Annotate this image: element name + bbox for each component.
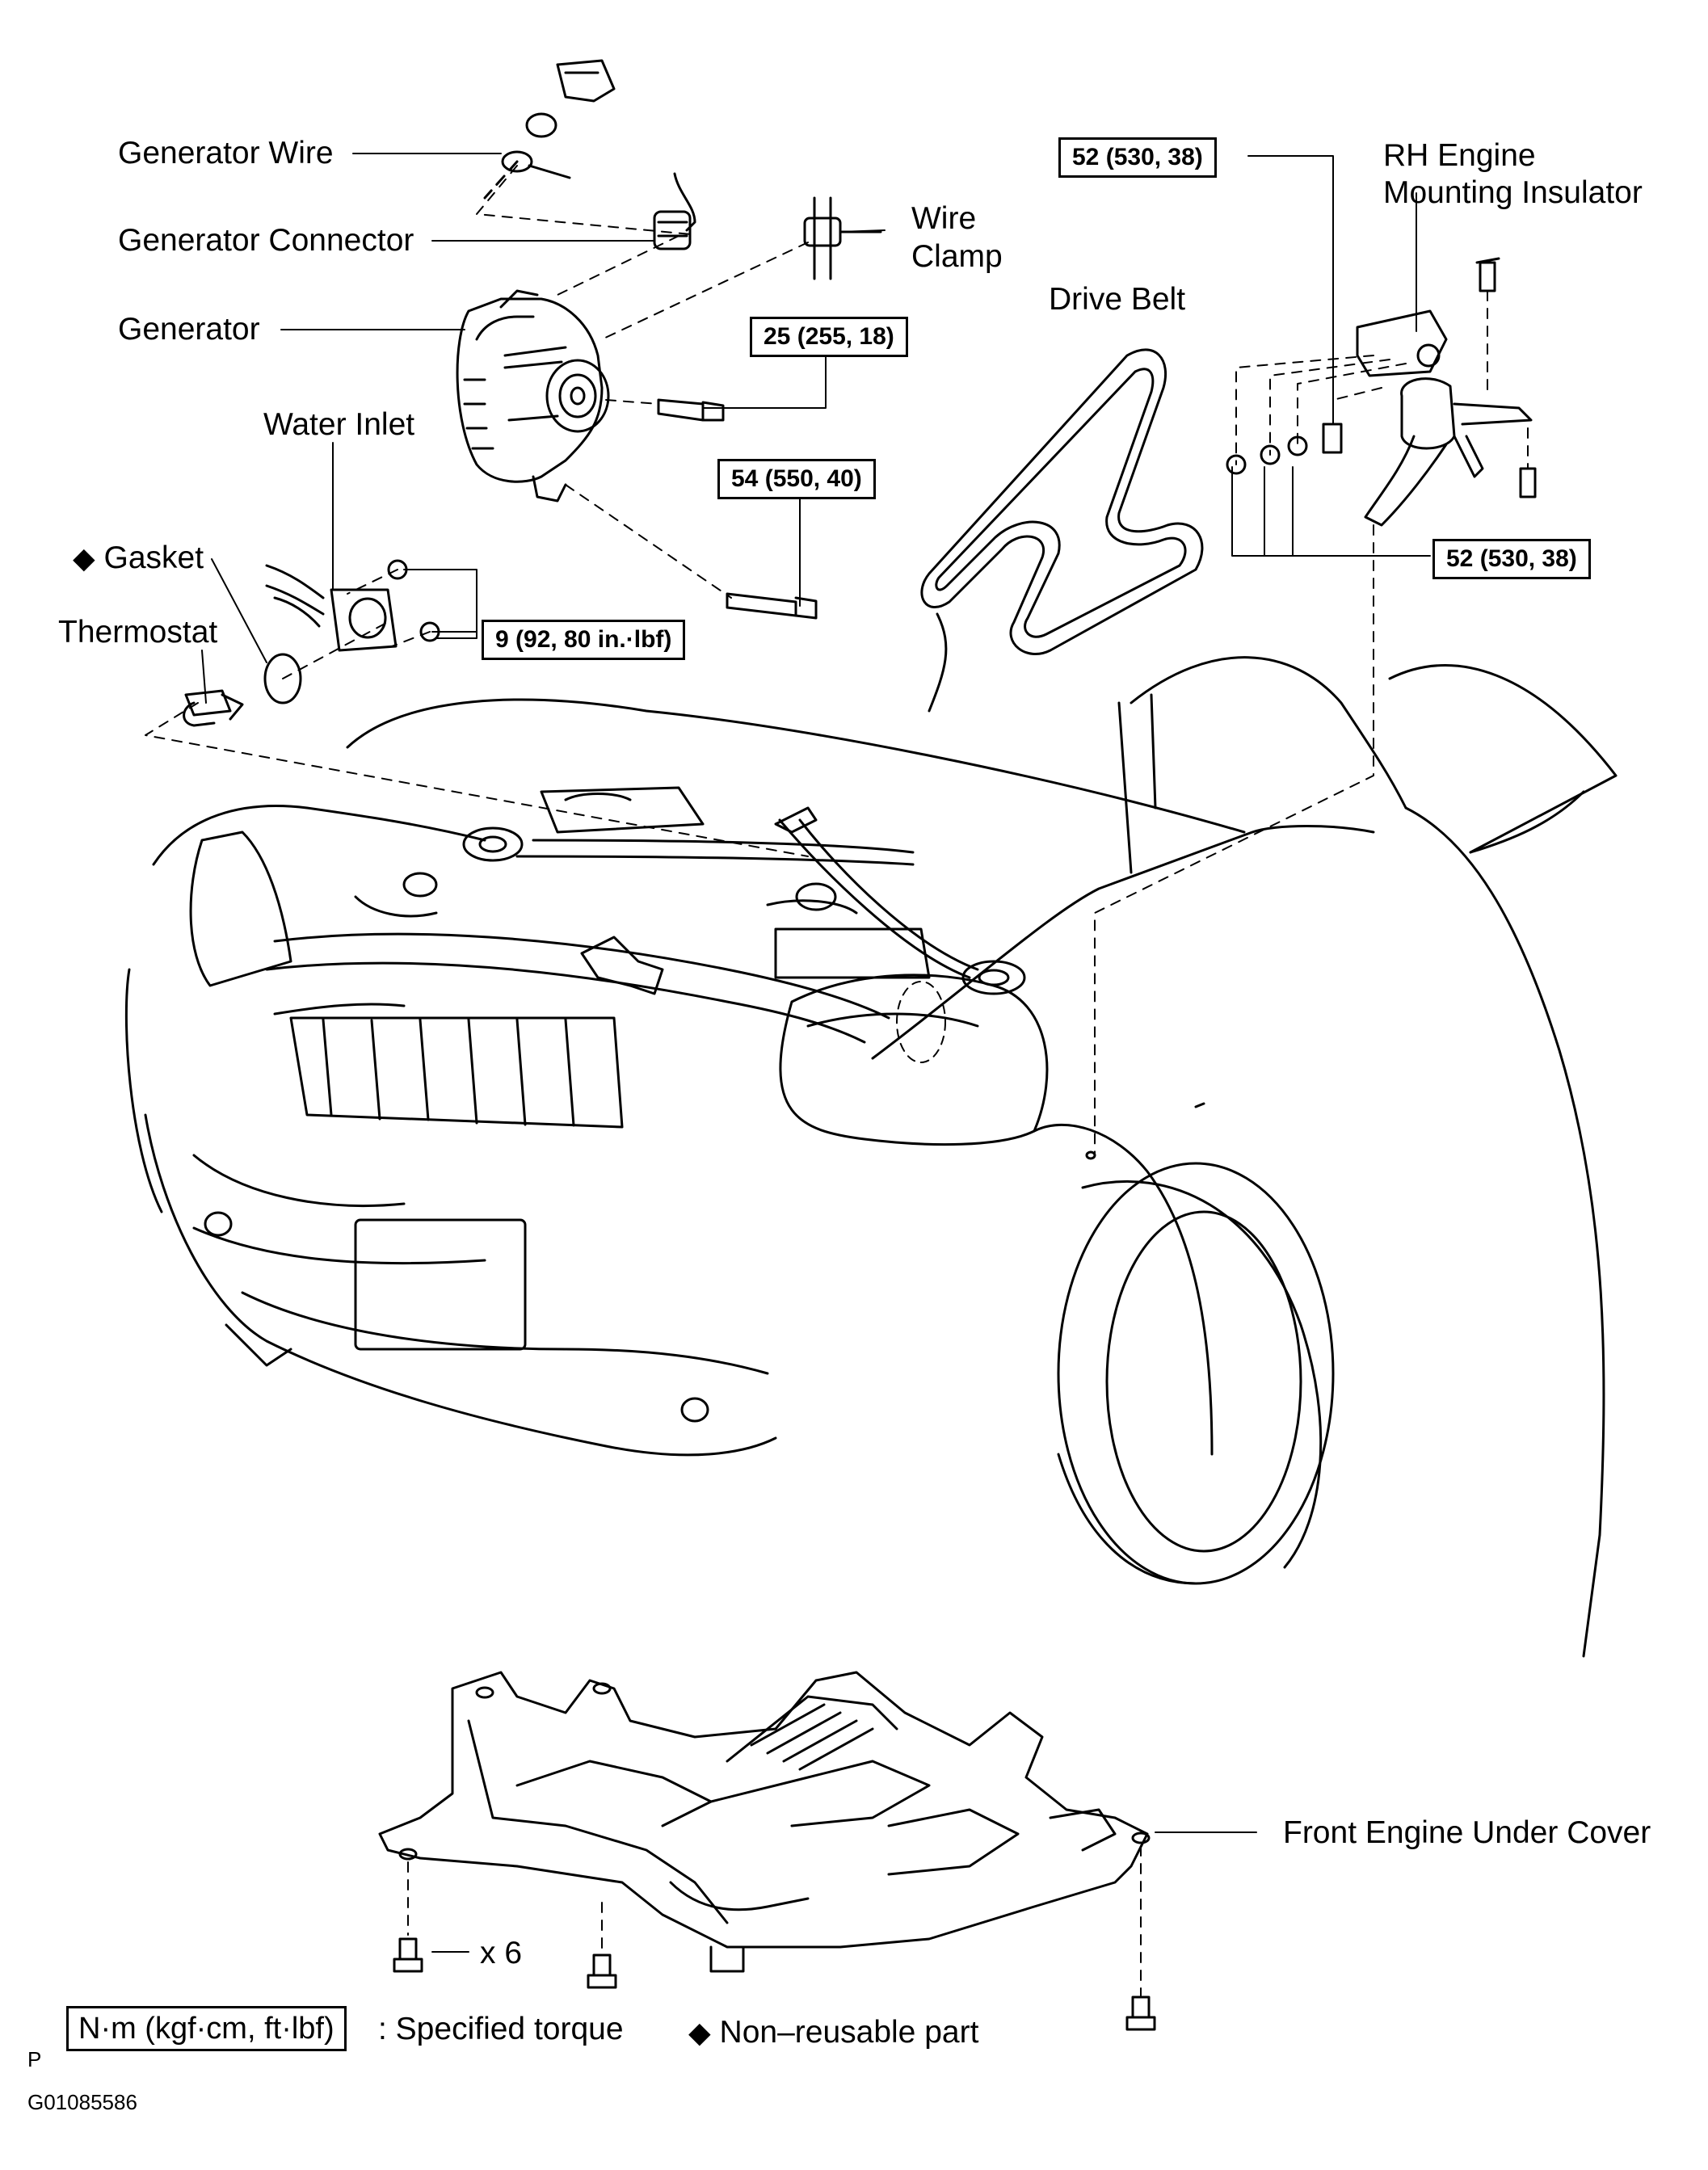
generator-wire-parts — [483, 59, 616, 200]
generator-connector-parts — [653, 172, 696, 250]
label-wire-clamp-line2: Clamp — [911, 239, 1003, 274]
label-thermostat: Thermostat — [58, 615, 218, 650]
label-generator: Generator — [118, 312, 260, 347]
label-generator-connector: Generator Connector — [118, 223, 414, 258]
leader-lines — [201, 153, 1431, 1953]
label-front-under-cover: Front Engine Under Cover — [1283, 1815, 1651, 1850]
generator-bolts — [657, 398, 818, 620]
under-cover-bolts — [393, 1845, 1156, 2031]
label-water-inlet: Water Inlet — [263, 407, 415, 442]
generator-body — [456, 289, 610, 503]
vehicle-body — [124, 612, 1618, 1658]
water-inlet-part — [265, 564, 398, 652]
under-cover-part — [378, 1671, 1151, 1973]
label-rh-mount-line1: RH Engine — [1383, 138, 1536, 173]
non-reusable-legend-diamond-icon: ◆ — [688, 2016, 711, 2049]
legend-torque-description: : Specified torque — [378, 2012, 624, 2046]
wire-clamp-part — [803, 196, 882, 280]
label-gasket-text: Gasket — [103, 540, 204, 575]
legend-non-reusable-text: Non–reusable part — [719, 2015, 979, 2050]
torque-box-25: 25 (255, 18) — [750, 317, 908, 357]
legend-non-reusable: ◆ Non–reusable part — [688, 2016, 978, 2050]
label-bolt-count: x 6 — [480, 1936, 523, 1970]
torque-box-9: 9 (92, 80 in.·lbf) — [482, 620, 686, 660]
assembly-dashed-lines — [145, 165, 1529, 1156]
label-gasket: ◆ Gasket — [73, 541, 204, 575]
torque-box-54: 54 (550, 40) — [717, 459, 876, 499]
gasket-thermostat-parts — [183, 653, 302, 727]
label-drive-belt: Drive Belt — [1049, 282, 1186, 317]
figure-id: G01085586 — [27, 2090, 137, 2114]
drive-belt-part — [920, 348, 1204, 655]
non-reusable-diamond-icon: ◆ — [73, 541, 95, 574]
label-wire-clamp-line1: Wire — [911, 201, 977, 236]
torque-box-52-bottom: 52 (530, 38) — [1432, 539, 1591, 579]
water-inlet-nuts — [387, 559, 440, 642]
label-rh-mount-line2: Mounting Insulator — [1383, 175, 1643, 210]
p-marker: P — [27, 2047, 42, 2071]
torque-box-52-top: 52 (530, 38) — [1058, 137, 1217, 178]
legend-torque-units-box: N·m (kgf·cm, ft·lbf) — [66, 2006, 347, 2051]
label-generator-wire: Generator Wire — [118, 136, 334, 170]
rh-mounting-insulator-part — [1226, 257, 1537, 527]
